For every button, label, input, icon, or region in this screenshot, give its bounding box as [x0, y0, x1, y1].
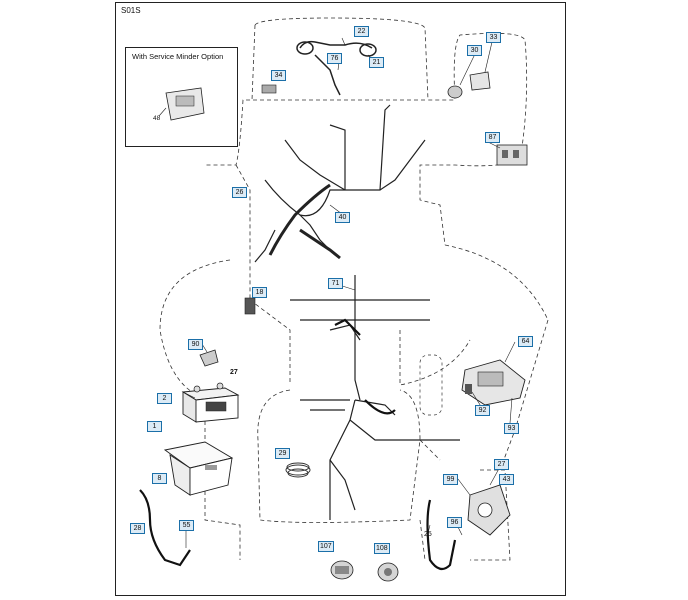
- panel-outline: [419, 354, 443, 416]
- callout-107[interactable]: 107: [318, 541, 334, 552]
- callout-26[interactable]: 26: [232, 187, 247, 198]
- hour-meter-illustration: [158, 87, 205, 121]
- callout-25: 25: [424, 531, 432, 538]
- harness-bundle: [268, 183, 341, 260]
- callout-22[interactable]: 22: [354, 26, 369, 37]
- inset-title: With Service Minder Option: [132, 52, 224, 61]
- callout-1[interactable]: 1: [147, 421, 162, 432]
- callout-40[interactable]: 40: [335, 212, 350, 223]
- callout-34[interactable]: 34: [271, 70, 286, 81]
- callout-55[interactable]: 55: [179, 520, 194, 531]
- solenoid-107: [330, 560, 354, 580]
- callout-30[interactable]: 30: [467, 45, 482, 56]
- callout-90[interactable]: 90: [188, 339, 203, 350]
- connector-18: [244, 297, 256, 315]
- callout-108[interactable]: 108: [374, 543, 390, 554]
- callout-71[interactable]: 71: [328, 278, 343, 289]
- headlight-harness: [296, 40, 377, 96]
- control-module: [461, 359, 526, 406]
- callout-8[interactable]: 8: [152, 473, 167, 484]
- callout-99[interactable]: 99: [443, 474, 458, 485]
- callout-18[interactable]: 18: [252, 287, 267, 298]
- callout-93[interactable]: 93: [504, 423, 519, 434]
- callout-64[interactable]: 64: [518, 336, 533, 347]
- fuse-34: [261, 84, 277, 94]
- callout-29[interactable]: 29: [275, 448, 290, 459]
- switch-108: [377, 562, 399, 582]
- callout-43[interactable]: 43: [499, 474, 514, 485]
- inset-part-number: 48: [153, 115, 161, 122]
- battery-cables: [139, 318, 457, 571]
- callout-21[interactable]: 21: [369, 57, 384, 68]
- switch-87: [496, 144, 528, 166]
- switch-30: [447, 71, 491, 99]
- callout-28[interactable]: 28: [130, 523, 145, 534]
- service-minder-inset: With Service Minder Option 48: [125, 47, 238, 147]
- callout-27-bottom[interactable]: 27: [494, 459, 509, 470]
- callout-87[interactable]: 87: [485, 132, 500, 143]
- callout-33[interactable]: 33: [486, 32, 501, 43]
- mount-43: [467, 484, 511, 536]
- callout-76[interactable]: 76: [327, 53, 342, 64]
- callout-27-top: 27: [230, 369, 238, 376]
- callout-2[interactable]: 2: [157, 393, 172, 404]
- coil-29: [285, 462, 311, 478]
- page-code: S01S: [121, 6, 141, 15]
- bracket: [199, 349, 219, 367]
- callout-96[interactable]: 96: [447, 517, 462, 528]
- battery: [181, 382, 240, 423]
- callout-92[interactable]: 92: [475, 405, 490, 416]
- battery-tray: [163, 441, 234, 496]
